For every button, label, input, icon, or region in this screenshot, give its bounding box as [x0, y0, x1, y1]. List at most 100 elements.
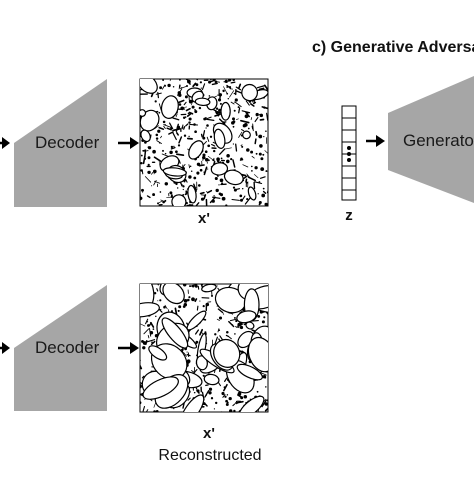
microstructure-speck — [259, 203, 261, 205]
microstructure-speck — [215, 177, 218, 180]
microstructure-speck — [208, 391, 211, 394]
microstructure-speck — [142, 170, 143, 174]
microstructure-speck — [234, 110, 236, 112]
microstructure-speck — [165, 182, 168, 185]
microstructure-speck — [222, 90, 224, 92]
microstructure-speck — [214, 408, 215, 409]
microstructure-speck — [165, 153, 167, 155]
microstructure-speck — [205, 150, 208, 153]
microstructure-speck — [177, 187, 178, 188]
microstructure-speck — [265, 170, 267, 172]
microstructure-speck — [225, 80, 228, 83]
microstructure-speck — [169, 151, 172, 154]
microstructure-speck — [202, 137, 205, 140]
microstructure-speck — [157, 130, 160, 133]
microstructure-speck — [216, 108, 218, 110]
microstructure-speck — [195, 285, 198, 288]
microstructure-speck — [191, 297, 195, 301]
microstructure-speck — [216, 189, 219, 192]
microstructure-speck — [260, 114, 264, 118]
microstructure-speck — [199, 301, 200, 302]
microstructure-speck — [179, 103, 182, 106]
microstructure-speck — [147, 324, 150, 327]
microstructure-speck — [236, 144, 237, 151]
microstructure-grain — [221, 103, 230, 121]
microstructure-speck — [151, 185, 152, 186]
microstructure-speck — [140, 162, 142, 164]
microstructure-speck — [202, 134, 203, 136]
microstructure-speck — [147, 171, 150, 174]
microstructure-speck — [156, 134, 159, 137]
microstructure-speck — [142, 346, 145, 349]
microstructure-speck — [265, 386, 267, 388]
microstructure-speck — [259, 153, 262, 156]
microstructure-speck — [260, 157, 263, 160]
microstructure-speck — [265, 130, 267, 132]
microstructure-speck — [155, 316, 156, 317]
microstructure-speck — [188, 112, 190, 114]
microstructure-speck — [262, 154, 264, 156]
microstructure-speck — [217, 94, 218, 95]
microstructure-speck — [239, 108, 240, 113]
microstructure-speck — [226, 160, 230, 164]
microstructure-speck — [263, 188, 265, 190]
microstructure-speck — [224, 81, 225, 82]
microstructure-speck — [142, 150, 144, 152]
microstructure-speck — [258, 181, 260, 183]
microstructure-speck — [220, 178, 224, 182]
microstructure-speck — [214, 110, 216, 111]
microstructure-speck — [152, 150, 156, 154]
microstructure-speck — [205, 127, 206, 128]
microstructure-speck — [155, 100, 157, 102]
microstructure-speck — [173, 86, 175, 88]
microstructure-speck — [235, 98, 238, 101]
microstructure-speck — [213, 158, 214, 159]
microstructure-speck — [171, 146, 173, 148]
microstructure-speck — [159, 299, 161, 301]
microstructure-speck — [246, 179, 247, 182]
microstructure-speck — [184, 135, 186, 137]
microstructure-speck — [143, 341, 147, 345]
microstructure-speck — [178, 310, 180, 312]
microstructure-speck — [152, 193, 155, 196]
microstructure-speck — [150, 331, 153, 334]
microstructure-speck — [188, 296, 190, 298]
microstructure-speck — [231, 82, 235, 83]
microstructure-speck — [207, 144, 210, 147]
microstructure-speck — [207, 162, 208, 163]
microstructure-speck — [141, 189, 144, 192]
microstructure-speck — [211, 295, 213, 297]
microstructure-speck — [139, 401, 142, 404]
microstructure-speck — [233, 187, 235, 189]
microstructure-speck — [196, 83, 199, 86]
microstructure-speck — [214, 333, 216, 335]
bottom-caption: Reconstructed — [158, 447, 261, 464]
microstructure-speck — [232, 89, 233, 90]
microstructure-speck — [255, 139, 256, 143]
microstructure-speck — [157, 202, 159, 204]
microstructure-speck — [190, 166, 192, 168]
microstructure-speck — [256, 113, 259, 116]
microstructure-speck — [209, 95, 211, 97]
microstructure-speck — [201, 195, 205, 196]
microstructure-speck — [159, 86, 162, 89]
microstructure-speck — [200, 169, 203, 172]
microstructure-speck — [232, 117, 235, 120]
microstructure-speck — [254, 102, 256, 104]
microstructure-speck — [144, 158, 146, 160]
microstructure-speck — [259, 144, 263, 148]
microstructure-speck — [263, 316, 265, 318]
bottom-output-label: x' — [203, 425, 215, 442]
microstructure-speck — [184, 127, 185, 129]
microstructure-speck — [160, 191, 162, 193]
microstructure-speck — [232, 324, 233, 325]
microstructure-speck — [219, 316, 222, 319]
microstructure-speck — [207, 169, 208, 170]
microstructure-speck — [178, 305, 181, 308]
microstructure-speck — [240, 158, 243, 161]
microstructure-speck — [194, 130, 197, 133]
microstructure-speck — [153, 410, 156, 413]
microstructure-speck — [230, 158, 232, 160]
microstructure-speck — [262, 320, 265, 323]
